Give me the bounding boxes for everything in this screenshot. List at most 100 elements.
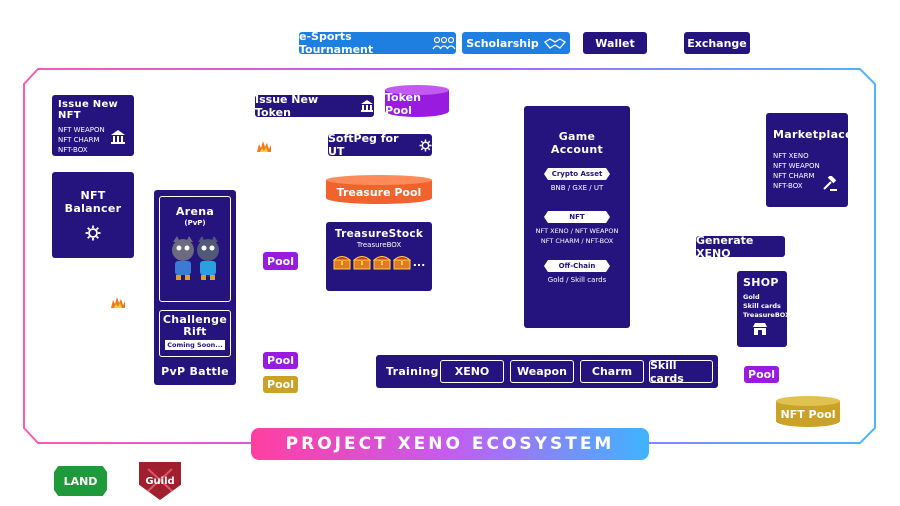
wallet-button[interactable]: Wallet [583, 32, 647, 54]
training-label: Training [386, 365, 439, 378]
treasure-chest-icon [392, 256, 411, 270]
issue-nft-box[interactable]: Issue New NFT NFT WEAPON NFT CHARM NFT-B… [52, 95, 134, 156]
treasure-chest-icon [352, 256, 371, 270]
treasure-stock-box[interactable]: TreasureStock TreasureBOX ... [326, 222, 432, 291]
scholarship-button[interactable]: Scholarship [462, 32, 570, 54]
issue-nft-item: NFT CHARM [58, 136, 100, 144]
land-label: LAND [63, 474, 98, 488]
wallet-label: Wallet [595, 36, 635, 50]
shop-box[interactable]: SHOP Gold Skill cards TreasureBOX [737, 271, 791, 347]
nft-pool-label: NFT Pool [780, 407, 836, 421]
exchange-button[interactable]: Exchange [684, 32, 750, 54]
esports-tournament-button[interactable]: e-Sports Tournament [299, 30, 456, 56]
nft-items-1: NFT XENO / NFT WEAPON [535, 227, 619, 235]
crypto-asset-items: BNB / GXE / UT [550, 184, 604, 192]
cylinder-top [776, 396, 840, 406]
marketplace-item: NFT-BOX [773, 182, 803, 190]
shop-item: TreasureBOX [743, 311, 791, 319]
auction-gavel-icon [823, 176, 837, 191]
nft-balancer-title-2: Balancer [64, 202, 122, 215]
fire-icon [111, 297, 125, 308]
bank-icon [111, 130, 125, 144]
pool-label: Pool [267, 378, 294, 391]
treasure-stock-subtitle: TreasureBOX [356, 241, 402, 249]
challenge-rift-box[interactable]: Challenge Rift Coming Soon... [159, 310, 231, 357]
treasure-stock-title: TreasureStock [334, 228, 424, 240]
ecosystem-banner: PROJECT XENO ECOSYSTEM [251, 428, 649, 460]
cylinder-top [326, 175, 432, 185]
game-account-title-1: Game [558, 130, 596, 143]
arena-box[interactable]: Arena (PvP) [159, 196, 231, 302]
shop-title: SHOP [743, 276, 779, 289]
bank-icon [361, 100, 374, 112]
marketplace-item: NFT WEAPON [773, 162, 820, 170]
softpeg-label: SoftPeg for UT [328, 132, 399, 158]
nft-items-2: NFT CHARM / NFT-BOX [540, 237, 614, 245]
off-chain-items: Gold / Skill cards [547, 276, 607, 284]
marketplace-item: NFT CHARM [773, 172, 815, 180]
handshake-icon [543, 38, 566, 49]
arena-title: Arena [175, 205, 215, 218]
pvp-battle-column[interactable]: Arena (PvP) Challenge Rift Coming Soon..… [154, 190, 236, 385]
pool-badge[interactable]: Pool [263, 352, 298, 369]
scholarship-label: Scholarship [466, 36, 539, 50]
issue-nft-title: Issue New NFT [58, 99, 119, 121]
challenge-rift-title-2: Rift [183, 325, 207, 338]
off-chain-tag: Off-Chain [544, 260, 610, 272]
crossed-swords-icon [147, 468, 173, 492]
people-group-icon [432, 36, 456, 50]
issue-token-label: Issue New Token [255, 93, 319, 119]
treasure-stock-more: ... [412, 255, 426, 269]
marketplace-box[interactable]: Marketplace NFT XENO NFT WEAPON NFT CHAR… [766, 113, 853, 207]
marketplace-title: Marketplace [773, 128, 853, 141]
token-pool-cylinder[interactable]: Token Pool [385, 85, 449, 117]
treasure-chest-icon [332, 256, 351, 270]
game-account-box[interactable]: Game Account Crypto Asset BNB / GXE / UT… [524, 106, 630, 328]
softpeg-button[interactable]: SoftPeg for UT [328, 132, 432, 158]
pool-badge[interactable]: Pool [263, 376, 298, 393]
training-weapon[interactable]: Weapon [510, 360, 574, 383]
esports-label: e-Sports Tournament [299, 30, 374, 56]
pvp-battle-label: PvP Battle [161, 365, 229, 378]
fire-icon [257, 141, 271, 152]
nft-balancer-box[interactable]: NFT Balancer [52, 172, 134, 258]
issue-nft-item: NFT-BOX [58, 146, 88, 154]
training-xeno[interactable]: XENO [440, 360, 504, 383]
nft-pool-cylinder[interactable]: NFT Pool [776, 396, 840, 427]
challenge-rift-title-1: Challenge [162, 313, 228, 326]
ecosystem-banner-text: PROJECT XENO ECOSYSTEM [285, 434, 615, 454]
nft-balancer-title-1: NFT [80, 189, 106, 202]
pool-badge[interactable]: Pool [744, 366, 779, 383]
crypto-asset-tag: Crypto Asset [544, 168, 610, 180]
training-bar[interactable]: Training XENO Weapon Charm Skill cards [376, 355, 718, 388]
treasure-chest-icon [372, 256, 391, 270]
shop-item: Skill cards [743, 302, 781, 310]
xeno-characters-image [172, 236, 219, 280]
exchange-label: Exchange [687, 36, 747, 50]
treasure-pool-label: Treasure Pool [336, 185, 422, 199]
game-account-title-2: Account [550, 143, 604, 156]
pool-label: Pool [267, 354, 294, 367]
generate-xeno-label: Generate XENO [696, 233, 754, 260]
issue-token-button[interactable]: Issue New Token [255, 93, 374, 119]
coming-soon-badge: Coming Soon... [165, 340, 225, 350]
issue-nft-item: NFT WEAPON [58, 126, 105, 134]
treasure-pool-cylinder[interactable]: Treasure Pool [326, 175, 432, 204]
pool-badge[interactable]: Pool [263, 252, 298, 270]
marketplace-item: NFT XENO [773, 152, 809, 160]
land-badge[interactable]: LAND [54, 466, 107, 496]
cylinder-top [385, 85, 449, 95]
shop-item: Gold [743, 293, 760, 301]
gear-icon [85, 225, 101, 241]
nft-tag: NFT [544, 211, 610, 223]
pool-label: Pool [267, 254, 294, 268]
training-skill-cards[interactable]: Skill cards [649, 359, 713, 385]
token-pool-label: Token Pool [385, 90, 421, 117]
generate-xeno-button[interactable]: Generate XENO [696, 233, 785, 260]
gear-icon [419, 139, 432, 151]
store-icon [753, 323, 767, 335]
guild-label: Guild [145, 475, 175, 487]
training-charm[interactable]: Charm [580, 360, 644, 383]
pool-label: Pool [748, 368, 775, 381]
